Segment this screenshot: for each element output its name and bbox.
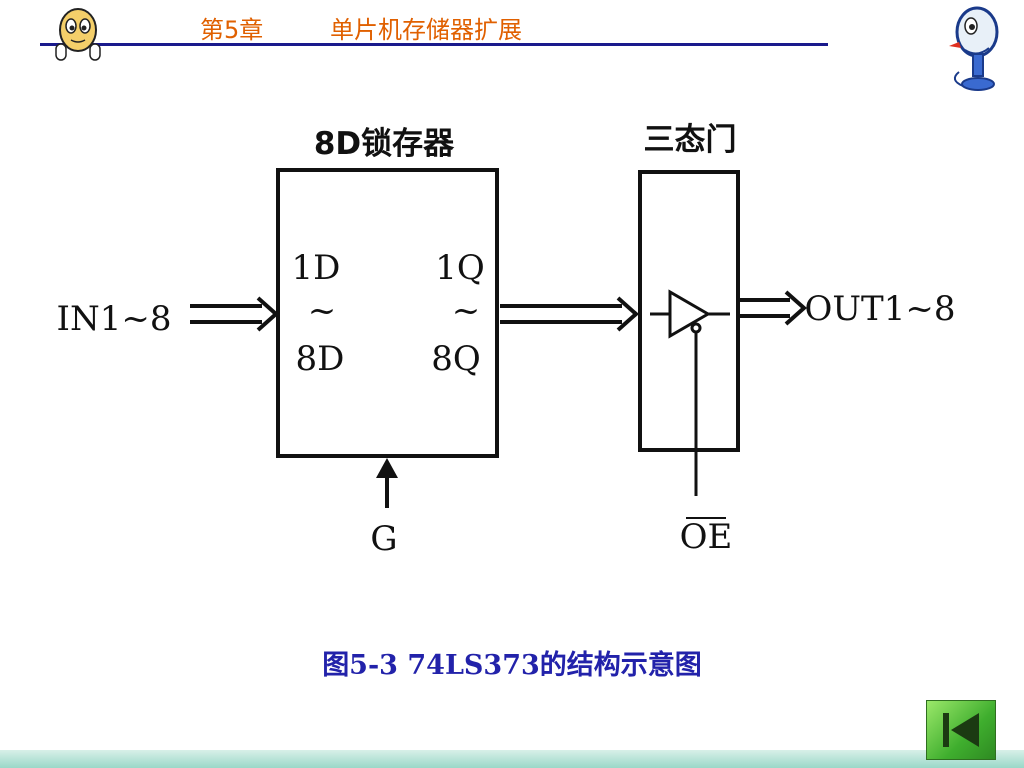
latch-output-top: 1Q [435, 248, 485, 288]
latch-diagram: .lbl { font-family: "DejaVu Serif", "Lib… [57, 122, 956, 559]
latch-title: 8D锁存器 [314, 126, 455, 162]
latch-input-bottom: 8D [296, 339, 345, 379]
latch-output-tilde: ~ [452, 291, 481, 331]
latch-input-tilde: ~ [308, 291, 337, 331]
figure-caption: 图5-3 74LS373的结构示意图 [322, 650, 702, 681]
chapter-title: 单片机存储器扩展 [330, 16, 522, 44]
latch-box [276, 168, 499, 458]
first-slide-icon [943, 713, 979, 747]
output-label: OUT1~8 [805, 289, 956, 329]
clock-arrow [376, 458, 398, 508]
header-rule [40, 43, 828, 46]
buffer-symbol [650, 289, 730, 496]
tristate-title: 三态门 [644, 122, 737, 158]
input-label: IN1~8 [57, 299, 172, 339]
latch-input-top: 1D [292, 248, 341, 288]
mascot-right-icon [949, 6, 999, 91]
mascot-left-icon [55, 8, 101, 61]
enable-label: OE [680, 517, 733, 557]
output-bus-arrow [740, 290, 808, 326]
internal-bus-arrow [500, 296, 640, 332]
bottom-band [0, 750, 1024, 768]
first-slide-button[interactable] [926, 700, 996, 760]
input-bus-arrow [190, 296, 280, 332]
chapter-label: 第5章 [200, 16, 264, 44]
latch-output-bottom: 8Q [431, 339, 481, 379]
clock-label: G [370, 519, 397, 559]
tristate-box [638, 170, 740, 452]
